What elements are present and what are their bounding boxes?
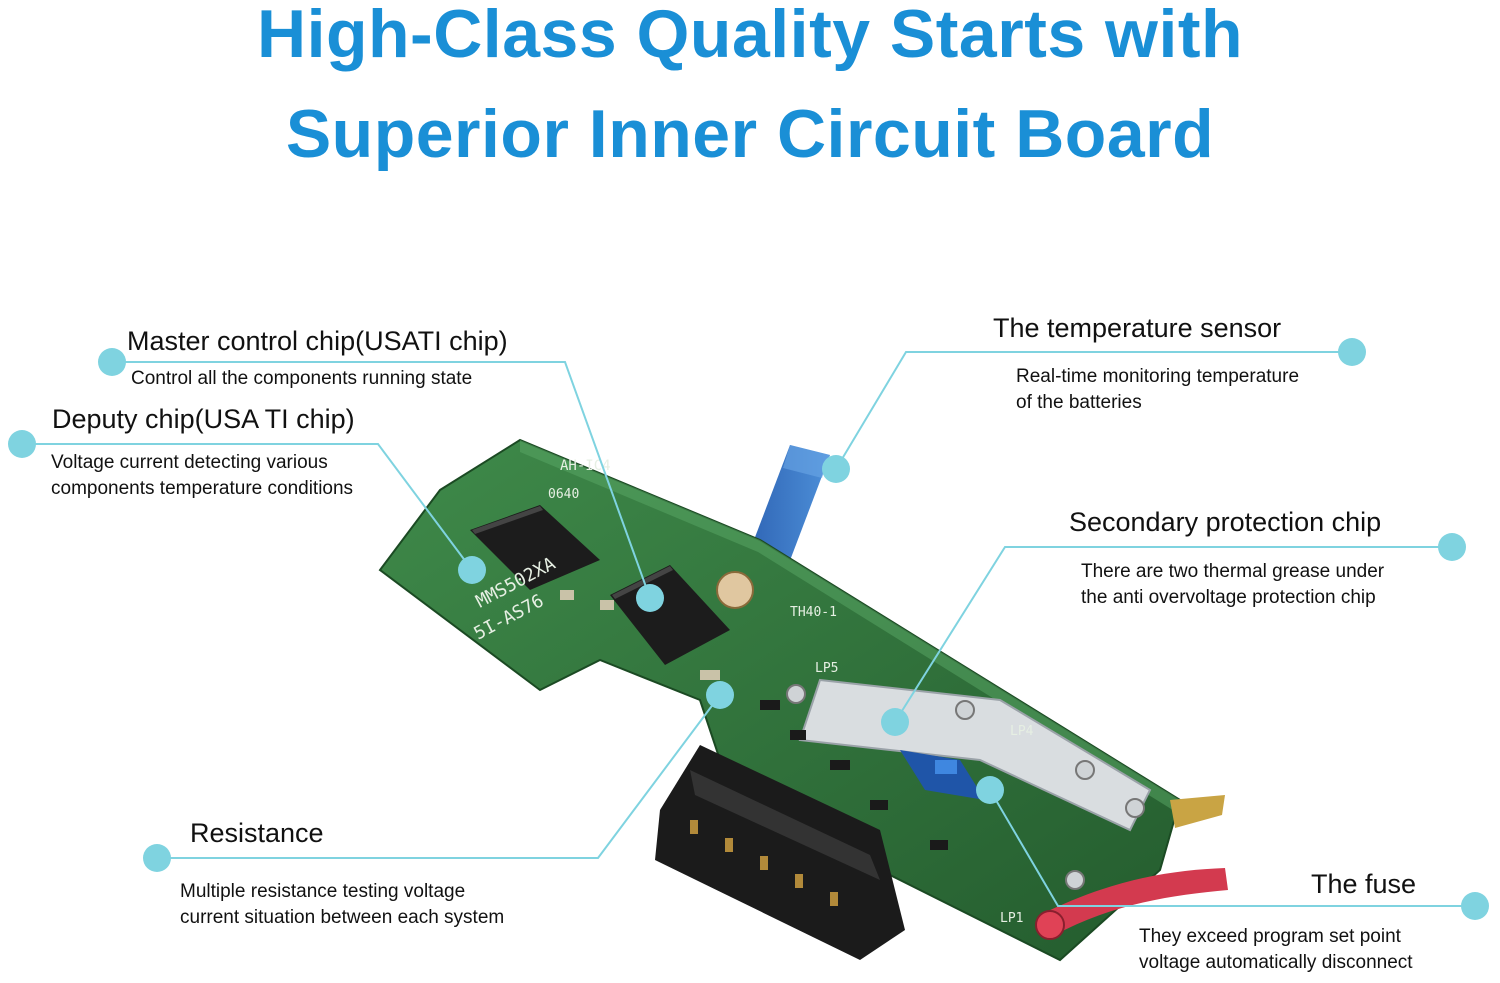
- deputy-dot-outer: [8, 430, 36, 458]
- temp-leader-line: [835, 351, 1352, 470]
- secondary-dot-inner: [881, 708, 909, 736]
- master-chip-desc-line-1: Control all the components running state: [131, 368, 473, 389]
- secondary-protection-desc-line-2: the anti overvoltage protection chip: [1081, 587, 1376, 608]
- resistance-leader-line: [157, 694, 721, 859]
- fuse-title: The fuse: [1311, 869, 1417, 899]
- silkscreen-text-7: AH-IC4: [560, 458, 611, 474]
- resistor-components: [560, 590, 1145, 890]
- master-leader-line: [112, 361, 651, 599]
- fuse-dot-outer: [1461, 892, 1489, 920]
- resistance-desc-line-1: Multiple resistance testing voltage: [180, 881, 466, 902]
- fuse-desc-line-2: voltage automatically disconnect: [1139, 952, 1413, 973]
- master-chip-title: Master control chip(USATI chip): [127, 326, 508, 356]
- silkscreen-text-5: LP4: [1010, 724, 1034, 739]
- connector: [655, 745, 905, 960]
- deputy-chip-desc-line-2: components temperature conditions: [51, 478, 354, 499]
- gold-lead-wire: [1170, 795, 1225, 828]
- temp-dot-inner: [822, 455, 850, 483]
- temperature-sensor-desc-line-1: Real-time monitoring temperature: [1016, 366, 1300, 387]
- temperature-sensor-title: The temperature sensor: [993, 313, 1282, 343]
- sensor-solder-pad: [716, 571, 754, 609]
- silkscreen-text-8: 0640: [548, 487, 579, 502]
- secondary-protection-desc-line-1: There are two thermal grease under: [1081, 561, 1385, 582]
- secondary-dot-outer: [1438, 533, 1466, 561]
- temp-dot-outer: [1338, 338, 1366, 366]
- fuse-dot-inner: [976, 776, 1004, 804]
- fuse-red-wire: [1040, 868, 1228, 935]
- fuse-desc-line-1: They exceed program set point: [1139, 926, 1401, 947]
- deputy-leader-line: [22, 443, 473, 571]
- deputy-chip-desc-line-1: Voltage current detecting various: [51, 452, 328, 473]
- resistance-dot-inner: [706, 681, 734, 709]
- master-dot-outer: [98, 348, 126, 376]
- headline-line-1: High-Class Quality Starts with: [256, 0, 1244, 72]
- silkscreen-text-3: LP5: [815, 661, 838, 676]
- headline-line-2: Superior Inner Circuit Board: [285, 96, 1215, 172]
- deputy-chip: [470, 505, 600, 590]
- deputy-chip-title: Deputy chip(USA TI chip): [52, 404, 355, 434]
- deputy-dot-inner: [458, 556, 486, 584]
- resistance-title: Resistance: [190, 818, 324, 848]
- secondary-leader-line: [894, 546, 1452, 723]
- master-dot-inner: [636, 584, 664, 612]
- temperature-sensor-desc-line-2: of the batteries: [1016, 392, 1142, 413]
- resistance-desc-line-2: current situation between each system: [180, 907, 505, 928]
- silkscreen-text-4: LP1: [1000, 911, 1023, 926]
- fuse-element: [1035, 910, 1065, 940]
- fuse-leader-line: [989, 789, 1475, 907]
- resistance-dot-outer: [143, 844, 171, 872]
- silkscreen-text-6: TH40-1: [790, 605, 837, 620]
- secondary-protection-title: Secondary protection chip: [1069, 507, 1382, 537]
